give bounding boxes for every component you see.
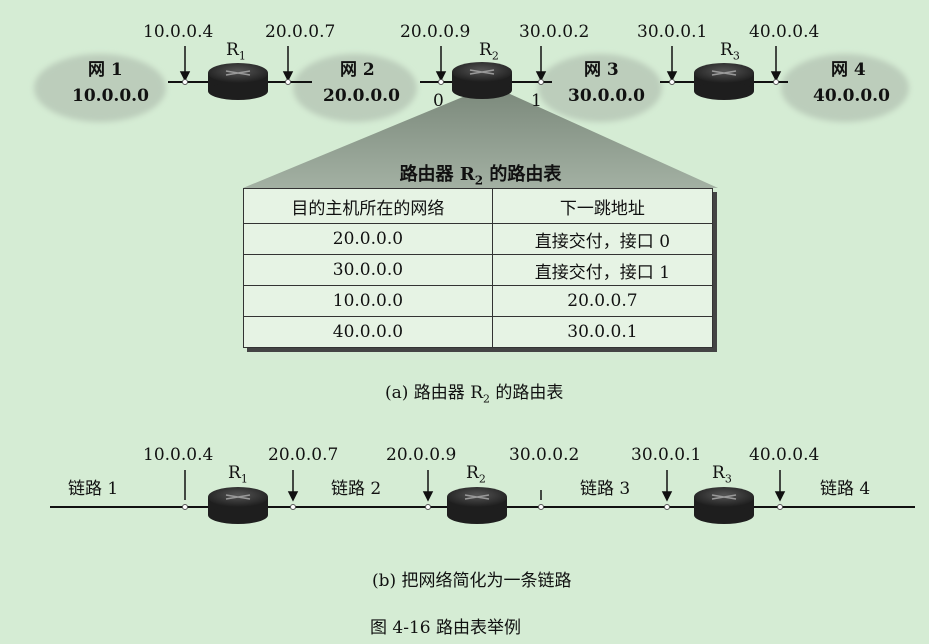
table-header-row: 目的主机所在的网络 下一跳地址 bbox=[243, 188, 714, 224]
interface-arrows-a bbox=[179, 46, 782, 82]
router-r1-a bbox=[208, 63, 268, 100]
cloud-net4 bbox=[781, 54, 909, 122]
interface-ip-a-4: 30.0.0.2 bbox=[519, 22, 590, 42]
column-header-destination: 目的主机所在的网络 bbox=[243, 188, 493, 224]
table-row: 40.0.0.0 30.0.0.1 bbox=[243, 316, 714, 348]
caption-b: (b) 把网络简化为一条链路 bbox=[372, 571, 572, 591]
interface-ip-a-2: 20.0.0.7 bbox=[265, 22, 336, 42]
destination-cell: 10.0.0.0 bbox=[243, 285, 493, 317]
router-r3-a bbox=[694, 63, 754, 100]
next-hop-cell: 20.0.0.7 bbox=[491, 285, 714, 317]
router-r2-label-b: R2 bbox=[466, 463, 486, 486]
interface-ip-b-3: 20.0.0.9 bbox=[386, 445, 457, 465]
next-hop-cell: 30.0.0.1 bbox=[491, 316, 714, 348]
router-r2-b bbox=[447, 487, 507, 524]
link-2-label: 链路 2 bbox=[331, 479, 382, 499]
router-r1-label-a: R1 bbox=[226, 40, 246, 63]
table-row: 20.0.0.0 直接交付，接口 0 bbox=[243, 223, 714, 255]
table-row: 30.0.0.0 直接交付，接口 1 bbox=[243, 254, 714, 286]
interface-dots-a bbox=[182, 79, 779, 85]
column-header-next-hop: 下一跳地址 bbox=[491, 188, 714, 224]
router-r1-b bbox=[208, 487, 268, 524]
interface-ip-a-5: 30.0.0.1 bbox=[637, 22, 708, 42]
table-row: 10.0.0.0 20.0.0.7 bbox=[243, 285, 714, 317]
interface-dots-b bbox=[182, 504, 783, 510]
caption-a: (a) 路由器 R2 的路由表 bbox=[385, 383, 564, 406]
destination-cell: 40.0.0.0 bbox=[243, 316, 493, 348]
destination-cell: 20.0.0.0 bbox=[243, 223, 493, 255]
router-r3-label-a: R3 bbox=[720, 40, 740, 63]
interface-ip-b-6: 40.0.0.4 bbox=[749, 445, 820, 465]
router-r2-label-a: R2 bbox=[479, 40, 499, 63]
interface-ip-a-6: 40.0.0.4 bbox=[749, 22, 820, 42]
cloud-net1 bbox=[34, 54, 166, 122]
port-1-label: 1 bbox=[531, 91, 542, 111]
router-r3-b bbox=[694, 487, 754, 524]
net3-address: 30.0.0.0 bbox=[568, 86, 645, 106]
net2-address: 20.0.0.0 bbox=[323, 86, 400, 106]
interface-ip-b-5: 30.0.0.1 bbox=[631, 445, 702, 465]
interface-ip-b-2: 20.0.0.7 bbox=[268, 445, 339, 465]
interface-ip-a-3: 20.0.0.9 bbox=[400, 22, 471, 42]
net1-name: 网 1 bbox=[88, 60, 123, 80]
net1-address: 10.0.0.0 bbox=[72, 86, 149, 106]
router-r1-label-b: R1 bbox=[228, 463, 248, 486]
cloud-net3 bbox=[538, 54, 662, 122]
interface-arrows-b bbox=[184, 470, 786, 502]
router-r3-label-b: R3 bbox=[712, 463, 732, 486]
next-hop-cell: 直接交付，接口 1 bbox=[491, 254, 714, 286]
destination-cell: 30.0.0.0 bbox=[243, 254, 493, 286]
net3-name: 网 3 bbox=[584, 60, 619, 80]
net4-name: 网 4 bbox=[831, 60, 866, 80]
figure-caption: 图 4-16 路由表举例 bbox=[370, 618, 521, 638]
net2-name: 网 2 bbox=[340, 60, 375, 80]
cloud-net2 bbox=[293, 54, 417, 122]
port-0-label: 0 bbox=[433, 91, 444, 111]
link-4-label: 链路 4 bbox=[820, 479, 871, 499]
link-1-label: 链路 1 bbox=[68, 479, 119, 499]
link-3-label: 链路 3 bbox=[580, 479, 631, 499]
next-hop-cell: 直接交付，接口 0 bbox=[491, 223, 714, 255]
interface-ip-a-1: 10.0.0.4 bbox=[143, 22, 214, 42]
routing-table: 目的主机所在的网络 下一跳地址 20.0.0.0 直接交付，接口 0 30.0.… bbox=[243, 188, 714, 348]
routing-table-panel: 路由器 R2 的路由表 目的主机所在的网络 下一跳地址 20.0.0.0 直接交… bbox=[243, 164, 718, 356]
routing-table-title: 路由器 R2 的路由表 bbox=[399, 164, 562, 188]
interface-ip-b-4: 30.0.0.2 bbox=[509, 445, 580, 465]
routing-table-cone bbox=[243, 94, 718, 188]
net4-address: 40.0.0.0 bbox=[813, 86, 890, 106]
router-r2-a bbox=[452, 62, 512, 99]
interface-ip-b-1: 10.0.0.4 bbox=[143, 445, 214, 465]
